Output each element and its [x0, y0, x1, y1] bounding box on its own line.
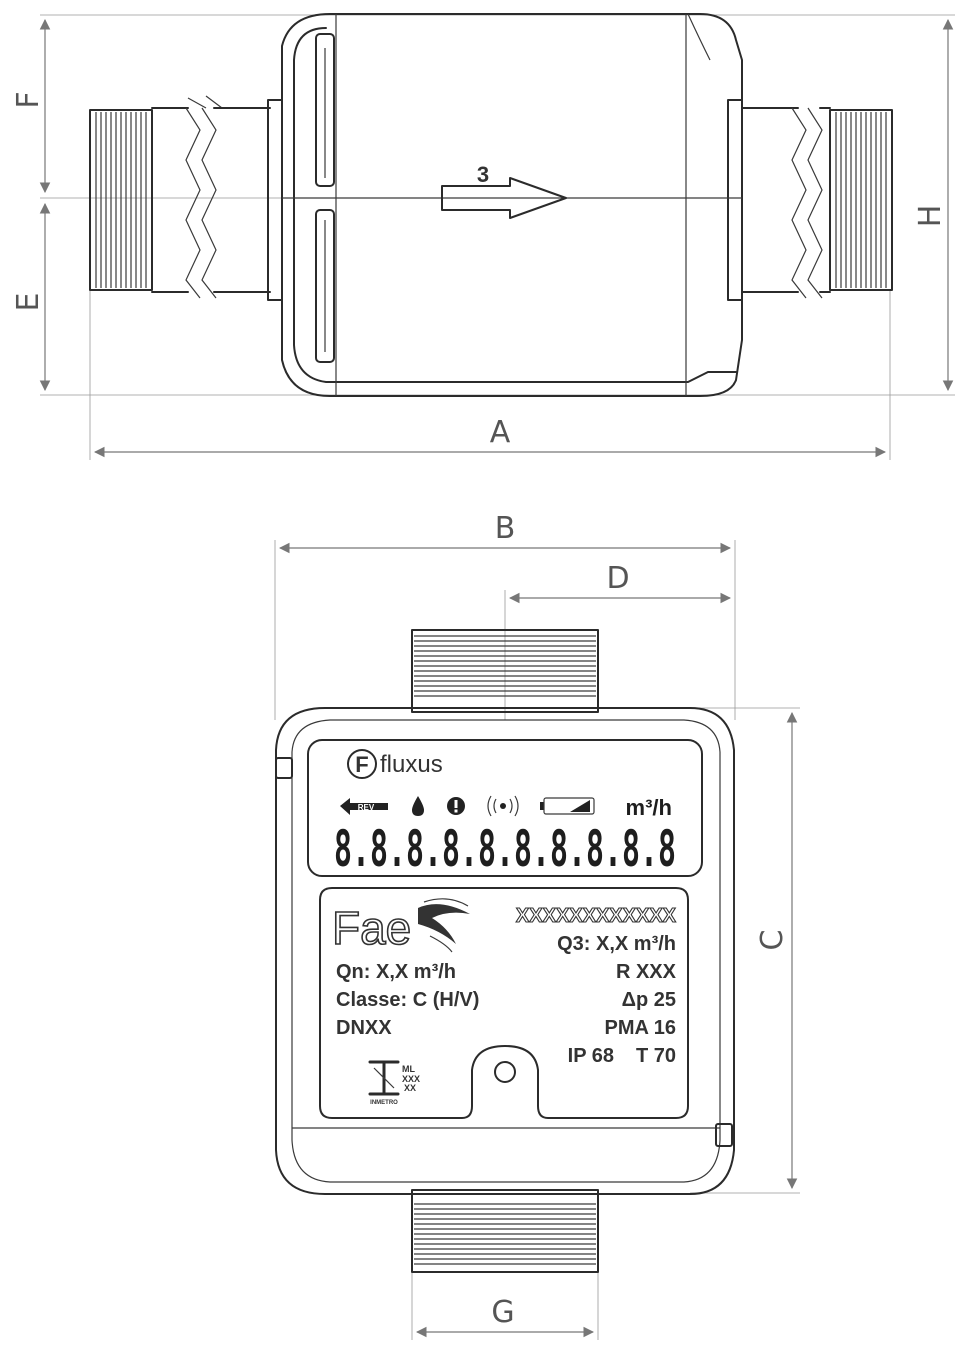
- dim-label-d: D: [606, 561, 629, 596]
- bottom-connector: [411, 1189, 599, 1273]
- display-panel: F fluxus REV m³/h 8.8.8.8.8.8.8.8.8.8: [307, 739, 703, 878]
- dim-label-c: C: [755, 930, 790, 951]
- front-view: B D C G: [274, 511, 800, 1340]
- right-connector: [727, 99, 893, 301]
- meter-body-front: [275, 707, 735, 1195]
- display-unit: m³/h: [626, 795, 672, 820]
- plate-ip: IP 68: [568, 1045, 614, 1067]
- fae-wave-icon: [418, 898, 470, 953]
- plate-r: R XXX: [616, 961, 677, 983]
- dim-label-e: E: [11, 293, 46, 312]
- left-connector: [89, 95, 283, 301]
- inmetro-mark-icon: [368, 1060, 400, 1096]
- label-plate: Fae XXXXXXXXXXXX Q3: X,X m³/h Qn: X,X m³…: [319, 887, 689, 1119]
- rev-label: REV: [358, 803, 375, 812]
- wireless-icon: [487, 795, 519, 817]
- dim-label-f: F: [11, 91, 46, 108]
- dim-label-h: H: [913, 205, 948, 228]
- mark-line-2: XXX: [402, 1074, 420, 1084]
- reverse-arrow-icon: [340, 798, 388, 815]
- display-digits: 8.8.8.8.8.8.8.8.8.8: [334, 820, 676, 878]
- side-view: F E H A: [11, 13, 955, 460]
- dim-label-b: B: [495, 511, 516, 546]
- flow-number: 3: [477, 162, 489, 187]
- plate-q3: Q3: X,X m³/h: [557, 933, 676, 955]
- fae-logo: Fae: [332, 902, 411, 954]
- fluxus-logo-icon: [347, 749, 377, 779]
- dim-label-a: A: [490, 415, 511, 450]
- plate-pma: PMA 16: [604, 1017, 676, 1039]
- plate-dn: DNXX: [336, 1017, 392, 1039]
- water-drop-icon: [412, 796, 424, 816]
- plate-qn: Qn: X,X m³/h: [336, 961, 456, 983]
- plate-classe: Classe: C (H/V): [336, 989, 479, 1011]
- seal-hole: [494, 1061, 516, 1083]
- plate-dp: Δp 25: [622, 989, 676, 1011]
- plate-t: T 70: [636, 1045, 676, 1067]
- mark-line-1: ML: [402, 1064, 415, 1074]
- top-connector: [411, 629, 599, 713]
- mark-label: INMETRO: [370, 1100, 398, 1106]
- flow-arrow-icon: [441, 177, 567, 219]
- plate-serial: XXXXXXXXXXXX: [516, 905, 677, 927]
- battery-icon: [540, 797, 595, 815]
- mark-line-3: XX: [404, 1083, 416, 1093]
- dim-label-g: G: [491, 1295, 514, 1330]
- svg-text:F: F: [355, 752, 368, 777]
- meter-body-side: 3: [281, 13, 743, 397]
- display-brand: fluxus: [380, 751, 443, 778]
